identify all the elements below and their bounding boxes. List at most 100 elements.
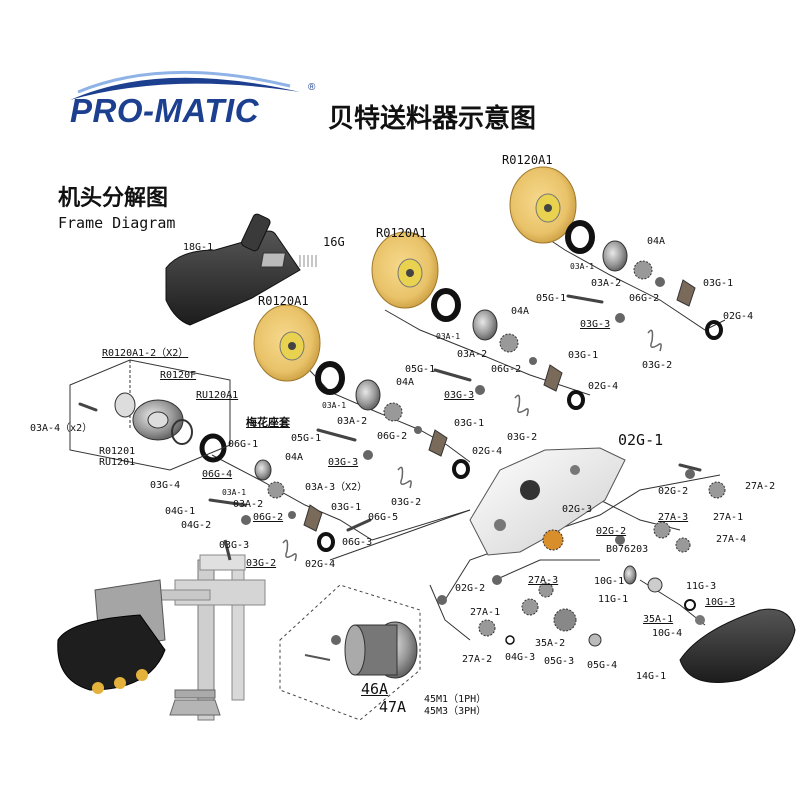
part-label: R01201 bbox=[99, 446, 136, 457]
part-label: 03G-3 bbox=[444, 390, 475, 401]
part-label: 03G-2 bbox=[246, 558, 277, 569]
part-label: 10G-3 bbox=[705, 597, 736, 608]
part-label: B076203 bbox=[606, 544, 649, 555]
part-label: 04G-3 bbox=[505, 652, 536, 663]
part-label: 05G-1 bbox=[291, 433, 322, 444]
part-label: 04A bbox=[511, 306, 530, 317]
part-label: R0120A1-2（X2） bbox=[102, 348, 189, 359]
part-label: 03A-4（x2） bbox=[30, 423, 93, 434]
part-label: 03A-1 bbox=[322, 401, 347, 410]
part-label: 梅花座套 bbox=[246, 416, 290, 429]
part-label: 04G-1 bbox=[165, 506, 196, 517]
seal-rings bbox=[199, 220, 723, 552]
logo-swoosh bbox=[70, 70, 300, 100]
part-label: 45M1（1PH） bbox=[424, 694, 487, 705]
plate-16g-hatch bbox=[299, 255, 317, 267]
part-label: R0120A1 bbox=[502, 153, 553, 167]
part-label: 04G-2 bbox=[181, 520, 212, 531]
part-label: 10G-4 bbox=[652, 628, 683, 639]
part-label: 27A-1 bbox=[713, 512, 744, 523]
part-label: 35A-1 bbox=[643, 614, 674, 625]
part-label: 06G-2 bbox=[629, 293, 660, 304]
part-label: 05G-1 bbox=[405, 364, 436, 375]
gear-train-lower bbox=[437, 575, 602, 647]
part-label: 11G-1 bbox=[598, 594, 629, 605]
registered-mark: ® bbox=[308, 82, 316, 93]
part-label: 06G-5 bbox=[368, 512, 399, 523]
page-title: 贝特送料器示意图 bbox=[328, 104, 537, 134]
gear-train-right bbox=[542, 469, 726, 625]
feeder-machine-illustration bbox=[57, 539, 266, 721]
hubs-and-sprockets bbox=[241, 240, 696, 532]
motor-drawing bbox=[279, 584, 421, 721]
part-label: 27A-3 bbox=[528, 575, 559, 586]
part-label: RU120A1 bbox=[196, 390, 239, 401]
part-label: 05G-1 bbox=[536, 293, 567, 304]
part-label: 03G-1 bbox=[568, 350, 599, 361]
part-label: 03A-1 bbox=[436, 332, 461, 341]
part-label: 03A-2 bbox=[337, 416, 368, 427]
part-label: 27A-3 bbox=[658, 512, 689, 523]
part-label: 03A-2 bbox=[591, 278, 622, 289]
part-label: 02G-4 bbox=[588, 381, 619, 392]
part-label: 10G-1 bbox=[594, 576, 625, 587]
part-label: 16G bbox=[323, 235, 345, 249]
part-label: 02G-4 bbox=[472, 446, 503, 457]
part-label: 02G-4 bbox=[723, 311, 754, 322]
part-label: 04A bbox=[647, 236, 666, 247]
part-label: 45M3（3PH） bbox=[424, 706, 487, 717]
part-label: 27A-4 bbox=[716, 534, 747, 545]
part-label: 02G-2 bbox=[596, 526, 627, 537]
part-label: 02G-3 bbox=[562, 504, 593, 515]
assembly-lines bbox=[211, 219, 726, 641]
part-label: 03A-3（X2） bbox=[305, 482, 368, 493]
part-label: 46A bbox=[361, 680, 389, 698]
part-label: 03A-2 bbox=[457, 349, 488, 360]
part-label: 27A-2 bbox=[462, 654, 493, 665]
part-label: 03G-3 bbox=[219, 540, 250, 551]
part-label: 03G-3 bbox=[580, 319, 611, 330]
part-label: 02G-4 bbox=[305, 559, 336, 570]
part-label: 06G-4 bbox=[202, 469, 233, 480]
part-label: 03G-1 bbox=[331, 502, 362, 513]
bottom-cover-drawing bbox=[679, 608, 796, 683]
part-label: 03G-3 bbox=[328, 457, 359, 468]
part-label: 03G-2 bbox=[507, 432, 538, 443]
part-label: 06G-2 bbox=[253, 512, 284, 523]
plate-16g bbox=[260, 252, 286, 268]
part-label: R0120A1 bbox=[376, 226, 427, 240]
part-label: 05G-4 bbox=[587, 660, 618, 671]
part-label: 14G-1 bbox=[636, 671, 667, 682]
brand-logo-text: PRO-MATIC bbox=[70, 92, 260, 129]
gearbox-housing bbox=[469, 447, 626, 556]
part-label: 02G-2 bbox=[455, 583, 486, 594]
roller-top bbox=[509, 166, 577, 244]
part-label: 03G-2 bbox=[642, 360, 673, 371]
part-label: 04A bbox=[285, 452, 304, 463]
part-label: 03G-2 bbox=[391, 497, 422, 508]
part-label: 35A-2 bbox=[535, 638, 566, 649]
roller-carrier-exploded bbox=[69, 359, 231, 471]
part-label: 03G-4 bbox=[150, 480, 181, 491]
part-label: R0120A1 bbox=[258, 294, 309, 308]
part-label: 02G-2 bbox=[658, 486, 689, 497]
part-label: 06G-1 bbox=[228, 439, 259, 450]
section-title-en: Frame Diagram bbox=[58, 214, 176, 232]
part-label: 03G-1 bbox=[454, 418, 485, 429]
springs bbox=[282, 329, 662, 562]
part-label: 03A-1 bbox=[570, 262, 595, 271]
part-label: 03A-1 bbox=[222, 488, 247, 497]
section-title-cn: 机头分解图 bbox=[58, 186, 169, 211]
part-label: 04A bbox=[396, 377, 415, 388]
shafts bbox=[78, 294, 702, 532]
part-label: 11G-3 bbox=[686, 581, 717, 592]
part-label: 03G-1 bbox=[703, 278, 734, 289]
part-label: 06G-2 bbox=[377, 431, 408, 442]
part-label: 06G-2 bbox=[491, 364, 522, 375]
part-label: 03A-2 bbox=[233, 499, 264, 510]
part-label: 02G-1 bbox=[618, 431, 664, 449]
part-label: 47A bbox=[379, 698, 407, 716]
part-label: 27A-2 bbox=[745, 481, 776, 492]
